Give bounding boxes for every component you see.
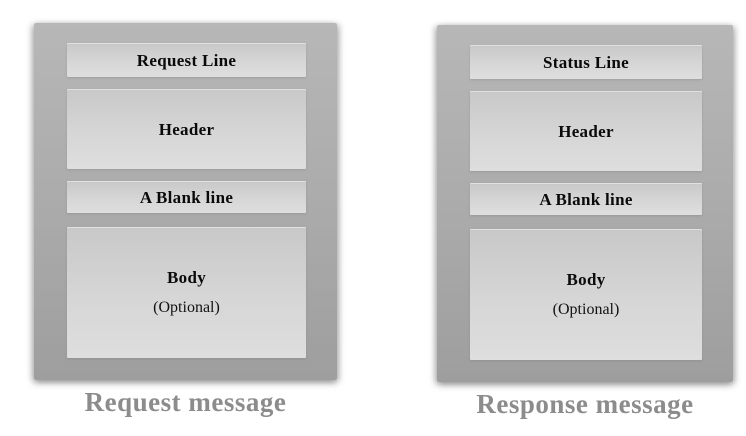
- response-header-row: Header: [470, 91, 702, 171]
- request-message-panel: Request Line Header A Blank line Body (O…: [34, 23, 337, 418]
- request-header-label: Header: [158, 119, 215, 139]
- request-body-label: Body: [167, 268, 206, 287]
- request-body-optional-label: (Optional): [153, 299, 220, 316]
- response-message-panel: Status Line Header A Blank line Body (Op…: [437, 25, 733, 420]
- request-blank-line-row: A Blank line: [67, 181, 306, 213]
- request-line-label: Request Line: [136, 50, 237, 70]
- request-blank-line-label: A Blank line: [139, 187, 234, 207]
- response-message-container: Status Line Header A Blank line Body (Op…: [437, 25, 733, 382]
- response-body-row: Body (Optional): [470, 229, 702, 360]
- response-body-optional-label: (Optional): [552, 301, 620, 318]
- request-header-row: Header: [67, 89, 306, 169]
- response-header-label: Header: [558, 121, 614, 141]
- request-body-row: Body (Optional): [67, 227, 306, 358]
- request-line-row: Request Line: [67, 43, 306, 77]
- response-message-caption: Response message: [476, 389, 694, 419]
- request-message-container: Request Line Header A Blank line Body (O…: [34, 23, 337, 380]
- request-message-caption: Request message: [84, 387, 287, 417]
- status-line-row: Status Line: [470, 45, 702, 79]
- response-blank-line-row: A Blank line: [470, 183, 702, 215]
- status-line-label: Status Line: [543, 52, 629, 72]
- response-body-label: Body: [566, 270, 606, 289]
- response-blank-line-label: A Blank line: [539, 189, 633, 209]
